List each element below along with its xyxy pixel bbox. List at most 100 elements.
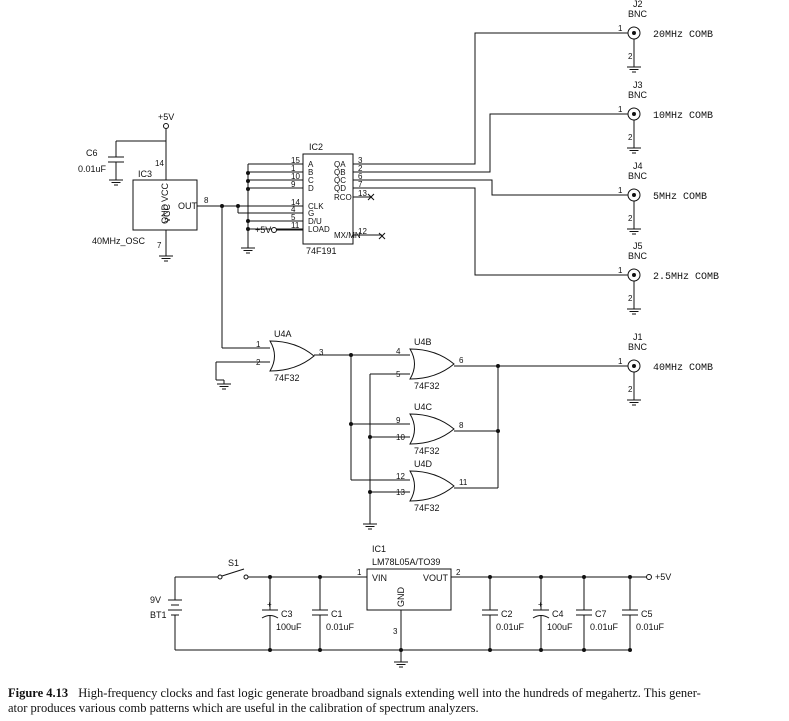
counter-in-d: D [308, 184, 314, 193]
connector-pin-gnd-0: 2 [628, 52, 633, 61]
capacitor-c5: C50.01uF [622, 575, 665, 652]
connector-ref-4: J1 [633, 332, 643, 342]
counter-pin-in-7: 11 [291, 221, 300, 230]
counter-in-a: A [308, 160, 314, 169]
vcc-label-out: +5V [655, 572, 671, 582]
regulator-ref: IC1 [372, 544, 386, 554]
counter-pin-in-2: 10 [291, 172, 300, 181]
counter-pin-out-3: 7 [358, 180, 363, 189]
counter-in-g: G [308, 209, 314, 218]
connector-type-0: BNC [628, 9, 648, 19]
counter-in-d-u: D/U [308, 217, 322, 226]
cap-ref-3: C4 [552, 609, 564, 619]
regulator-vout: VOUT [423, 573, 449, 583]
counter-in-load: LOAD [308, 225, 330, 234]
gate-part-1: 74F32 [414, 381, 440, 391]
regulator-pin-vin: 1 [357, 568, 362, 577]
connector-ref-0: J2 [633, 0, 643, 9]
gate-pin-in1-3: 12 [396, 472, 405, 481]
gate-ref-1: U4B [414, 337, 432, 347]
cap-value-4: 0.01uF [590, 622, 619, 632]
counter-pin-out-0: 3 [358, 156, 363, 165]
gate-ref-0: U4A [274, 329, 292, 339]
gate-pin-out-2: 8 [459, 421, 464, 430]
capacitor-c2: C20.01uF [482, 575, 525, 652]
capacitors-layer: +C3100uFC10.01uFC20.01uF+C4100uFC70.01uF… [261, 575, 665, 652]
connector-label-1: 10MHz COMB [653, 111, 713, 122]
osc-pin-out: 8 [204, 196, 209, 205]
cap-plus-icon: + [267, 600, 272, 609]
connector-ref-1: J3 [633, 80, 643, 90]
connector-pin-sig-4: 1 [618, 357, 623, 366]
connector-pin-sig-3: 1 [618, 266, 623, 275]
schematic-diagram: +5V C6 0.01uF 14 IC3 OUT VCC 7 40MHz_OSC… [78, 0, 719, 668]
qa-route [353, 32, 625, 165]
cap-value-3: 100uF [547, 622, 573, 632]
osc-gnd-text: GND [160, 204, 170, 225]
osc-vcc-text: VCC [160, 182, 170, 202]
connector-label-4: 40MHz COMB [653, 363, 713, 374]
osc-ref: IC3 [138, 169, 152, 179]
counter-ic2: IC2 74F191 [302, 142, 354, 256]
regulator-pin-vout: 2 [456, 568, 461, 577]
gate-ref-2: U4C [414, 402, 433, 412]
power-supply: 9V BT1 S1 IC1 LM78L05A/TO39 VIN VOUT GND… [150, 544, 671, 668]
connector-pin-sig-1: 1 [618, 105, 623, 114]
osc-pin-vcc: 14 [155, 159, 164, 168]
counter-pin-in-4: 14 [291, 198, 300, 207]
cap-value-0: 100uF [276, 622, 302, 632]
regulator-gnd: GND [396, 587, 406, 608]
cap-ref-4: C7 [595, 609, 607, 619]
osc-pin-gnd: 7 [157, 241, 162, 250]
connector-pin-gnd-4: 2 [628, 385, 633, 394]
counter-pin-in-1: 1 [291, 164, 296, 173]
regulator-part: LM78L05A/TO39 [372, 557, 440, 567]
cap-plus-icon: + [538, 600, 543, 609]
counter-out-qb: QB [334, 168, 346, 177]
figure-number: Figure 4.13 [8, 686, 69, 700]
gates-layer: U4A74F32123U4B74F32456U4C74F329108U4D74F… [256, 329, 468, 513]
qd-route [353, 187, 625, 276]
counter-pin-out-4: 13 [358, 189, 367, 198]
cap-value-2: 0.01uF [496, 622, 525, 632]
counter-ref: IC2 [309, 142, 323, 152]
c6-ref: C6 [86, 148, 98, 158]
connector-pin-sig-2: 1 [618, 186, 623, 195]
gate-pin-out-3: 11 [459, 478, 468, 487]
battery-ref: BT1 [150, 610, 167, 620]
counter-out-qd: QD [334, 184, 346, 193]
counter-pin-in-3: 9 [291, 180, 296, 189]
connector-pin-sig-0: 1 [618, 24, 623, 33]
connector-type-1: BNC [628, 90, 648, 100]
regulator-vin: VIN [372, 573, 387, 583]
counter-out-rco: RCO [334, 193, 352, 202]
counter-out-qc: QC [334, 176, 346, 185]
counter-pin-in-5: 4 [291, 205, 296, 214]
gate-pin-in1-2: 9 [396, 416, 401, 425]
caption-line-2: ator produces various comb patterns whic… [8, 701, 479, 715]
gate-ref-3: U4D [414, 459, 433, 469]
connector-label-2: 5MHz COMB [653, 192, 707, 203]
connector-ref-2: J4 [633, 161, 643, 171]
capacitor-c7: C7 0.01uF [576, 575, 619, 652]
cap-ref-0: C3 [281, 609, 293, 619]
regulator-pin-gnd: 3 [393, 627, 398, 636]
counter-pin-in-0: 15 [291, 156, 300, 165]
vcc-label-osc: +5V [158, 112, 174, 122]
connector-pin-gnd-3: 2 [628, 294, 633, 303]
capacitor-c1: C1 0.01uF [312, 575, 355, 652]
vcc-label-load: +5V [255, 225, 271, 235]
cap-value-1: 0.01uF [326, 622, 355, 632]
connector-label-3: 2.5MHz COMB [653, 272, 719, 283]
counter-pin-in-6: 5 [291, 213, 296, 222]
cap-ref-1: C1 [331, 609, 343, 619]
c6-value: 0.01uF [78, 164, 107, 174]
osc-vcc-label: VCC [162, 203, 172, 223]
gate-pin-out-1: 6 [459, 356, 464, 365]
